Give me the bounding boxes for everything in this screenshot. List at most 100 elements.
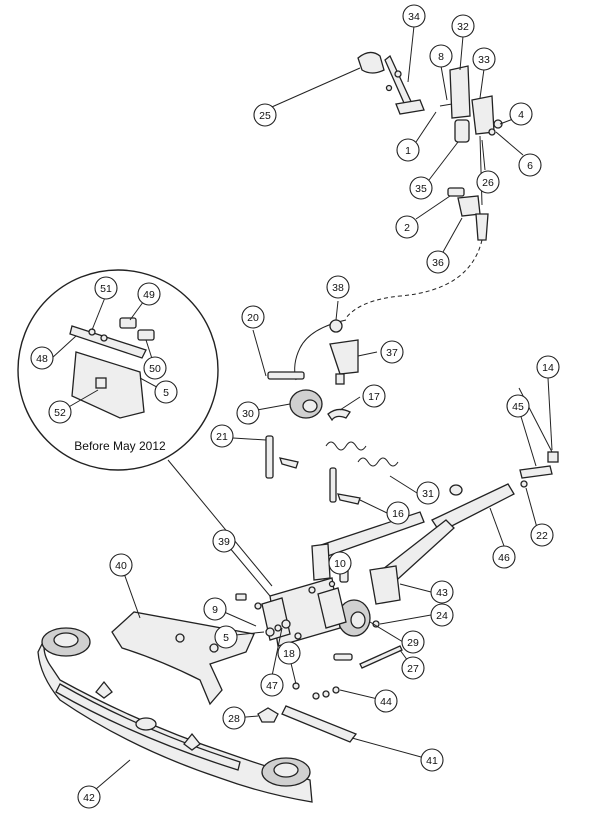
callout-1: 1 (396, 138, 420, 162)
callout-circle (426, 250, 450, 274)
clip-17-shape (327, 408, 351, 422)
clip-16-shape (337, 493, 361, 505)
callout-32: 32 (451, 14, 475, 38)
callout-35: 35 (409, 176, 433, 200)
callout-number: 24 (436, 610, 448, 622)
callout-circle (203, 597, 227, 621)
cotter-21-shape (279, 457, 299, 469)
callout-number: 5 (163, 387, 169, 399)
bolt-2-shape (447, 187, 465, 197)
callout-number: 37 (386, 347, 398, 359)
knob-25-shape (357, 51, 385, 74)
mount-43-shape (369, 565, 401, 605)
cover-40-shape (111, 611, 255, 706)
callout-20: 20 (241, 305, 265, 329)
callout-28: 28 (222, 706, 246, 730)
knob-shape (95, 680, 113, 699)
pivot-52-shape (95, 377, 107, 389)
callout-16: 16 (386, 501, 410, 525)
callout-circle (396, 138, 420, 162)
callout-number: 40 (115, 560, 127, 572)
callout-number: 36 (432, 257, 444, 269)
callout-number: 4 (518, 109, 524, 121)
callout-22: 22 (530, 523, 554, 547)
nut-shape (385, 84, 393, 92)
callout-circle (518, 153, 542, 177)
tube-shape (135, 717, 157, 731)
bracket-52-shape (71, 351, 145, 419)
callout-25: 25 (253, 103, 277, 127)
callout-41: 41 (420, 748, 444, 772)
fitting-50-shape (137, 329, 155, 341)
inset-caption: Before May 2012 (74, 439, 166, 453)
callout-circle (451, 14, 475, 38)
callout-circle (77, 785, 101, 809)
nut-9-shape (274, 624, 282, 632)
callout-circle (386, 501, 410, 525)
nut-14-shape (547, 451, 559, 463)
callout-31: 31 (416, 481, 440, 505)
callout-number: 46 (498, 552, 510, 564)
callout-circle (30, 346, 54, 370)
callout-number: 31 (422, 488, 434, 500)
callout-24: 24 (430, 603, 454, 627)
callout-number: 10 (334, 558, 346, 570)
callout-43: 43 (430, 580, 454, 604)
pin-20-shape (267, 371, 305, 380)
callout-5: 5 (214, 625, 238, 649)
callout-2: 2 (395, 215, 419, 239)
callout-49: 49 (137, 282, 161, 306)
callout-circle (430, 580, 454, 604)
callout-circle (380, 340, 404, 364)
inset-before-may-2012: Before May 2012 (17, 269, 219, 471)
washer-47-shape (281, 619, 291, 629)
callout-number: 43 (436, 587, 448, 599)
callout-circle (241, 305, 265, 329)
callout-bubbles: 1245568910141617182021222425262728293031… (30, 4, 560, 809)
callout-number: 16 (392, 508, 404, 520)
callout-4: 4 (509, 102, 533, 126)
callout-circle (222, 706, 246, 730)
lever-plate-shape (449, 65, 471, 119)
fitting-49-shape (119, 317, 137, 329)
callout-circle (154, 380, 178, 404)
callout-number: 9 (212, 604, 218, 616)
frame-bracket-39 (235, 567, 403, 700)
nut-46-shape (449, 484, 463, 496)
callout-36: 36 (426, 250, 450, 274)
bolt-shape (235, 593, 247, 601)
bracket-37-shape (329, 339, 359, 375)
callout-circle (401, 656, 425, 680)
pin-16-shape (329, 467, 337, 503)
callout-circle (536, 355, 560, 379)
callout-52: 52 (48, 400, 72, 424)
callout-circle (420, 748, 444, 772)
callout-circle (429, 44, 453, 68)
callout-number: 38 (332, 282, 344, 294)
bracket-36-shape (457, 195, 481, 217)
callout-circle (401, 630, 425, 654)
callout-circle (236, 401, 260, 425)
callout-circle (210, 424, 234, 448)
callout-44: 44 (374, 689, 398, 713)
callout-21: 21 (210, 424, 234, 448)
nut-37-shape (335, 373, 345, 385)
nut-6-shape (488, 128, 496, 136)
callout-number: 27 (407, 663, 419, 675)
callout-circle (212, 529, 236, 553)
washer-shape (394, 70, 402, 78)
washer-5-shape (265, 627, 275, 637)
rod-end-45-shape (519, 465, 553, 479)
callout-circle (374, 689, 398, 713)
callout-number: 22 (536, 530, 548, 542)
callout-circle (492, 545, 516, 569)
callout-number: 35 (415, 183, 427, 195)
callout-number: 33 (478, 54, 490, 66)
callout-circle (506, 394, 530, 418)
callout-circle (328, 551, 352, 575)
arm-bracket-shape (311, 543, 331, 581)
callout-circle (509, 102, 533, 126)
bolt-27-shape (359, 645, 403, 669)
